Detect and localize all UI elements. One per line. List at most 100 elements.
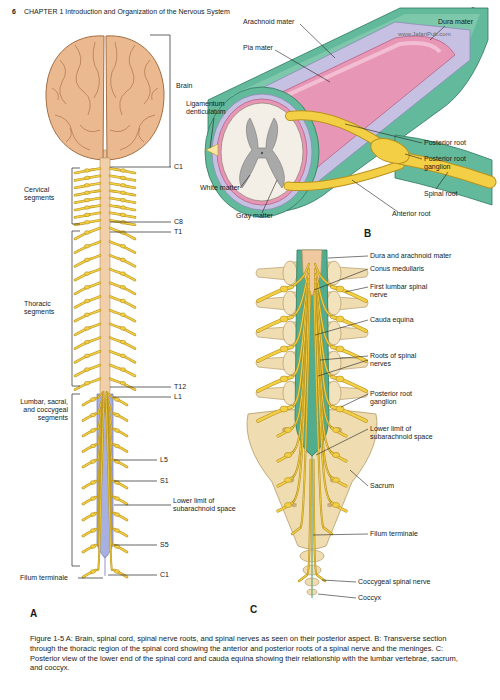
leader-line <box>316 429 368 455</box>
part-label: Roots of spinal nerves <box>370 352 426 368</box>
root-ganglion <box>120 258 125 262</box>
root-ganglion <box>336 376 344 382</box>
part-label: Conus medullaris <box>370 265 470 273</box>
spinal-nerve <box>110 228 135 239</box>
spinal-nerve <box>110 213 135 218</box>
spinal-nerve <box>83 481 96 488</box>
nerve-outline <box>114 513 127 520</box>
root-ganglion <box>120 184 125 188</box>
dural-sac <box>105 556 106 576</box>
spinal-nerve <box>114 429 127 436</box>
nerve-outline <box>114 481 127 488</box>
spinal-nerve <box>83 545 96 552</box>
root-ganglion <box>90 398 95 402</box>
spinal-nerve <box>332 377 366 391</box>
bracket-line <box>110 167 171 168</box>
spinal-nerve <box>332 428 346 436</box>
nerve-outline <box>83 513 96 520</box>
spinal-nerve <box>332 453 346 461</box>
part-label: Gray matter <box>236 212 286 220</box>
part-label: Dura mater <box>438 18 498 26</box>
spinal-nerve <box>332 347 366 361</box>
root-ganglion <box>84 231 89 235</box>
nerve-outline <box>307 460 311 575</box>
spinal-nerve <box>75 191 100 196</box>
root-ganglion <box>120 381 125 385</box>
nerve-outline <box>114 545 127 552</box>
spinal-nerve <box>110 379 135 390</box>
nerve-outline <box>299 575 307 581</box>
nerve-outline <box>324 528 332 534</box>
segment-label: S1 <box>160 477 180 485</box>
leader-line <box>341 394 368 407</box>
spinal-nerve <box>258 377 292 391</box>
root-ganglion <box>84 327 89 331</box>
spinal-nerve <box>75 297 100 308</box>
spinal-nerve <box>258 317 292 331</box>
root-ganglion <box>90 460 95 464</box>
root-ganglion <box>120 198 125 202</box>
leader-line <box>275 50 330 82</box>
brain <box>75 45 90 115</box>
nerve-outline <box>75 310 100 321</box>
nerve-outline <box>75 351 100 362</box>
nerve-outline <box>75 228 100 239</box>
region-label: Lumbar, sacral, and coccygeal segments <box>18 398 68 422</box>
leader-line <box>320 356 368 360</box>
spinal-nerve <box>75 176 100 181</box>
nerve-outline <box>75 242 100 253</box>
spinal-nerve <box>110 169 135 174</box>
bracket-line <box>114 505 171 506</box>
leader-line <box>345 287 368 292</box>
brain <box>120 115 155 150</box>
root-ganglion <box>120 206 125 210</box>
root-ganglion <box>336 406 344 412</box>
leader-line <box>350 470 368 486</box>
segment-label: C1 <box>174 163 194 171</box>
leader-line <box>352 180 398 212</box>
panel-letter: A <box>30 608 50 620</box>
root-ganglion <box>336 316 344 322</box>
part-label: Filum terminale <box>370 530 440 538</box>
articular-process <box>327 291 341 315</box>
spinal-nerve <box>75 310 100 321</box>
root-ganglion <box>84 176 89 180</box>
spinal-nerve <box>278 428 292 436</box>
leader-line <box>328 256 368 258</box>
spinal-nerve <box>75 324 100 335</box>
nerve-outline <box>332 407 366 421</box>
root-ganglion <box>90 529 95 533</box>
spinal-nerve <box>75 169 100 174</box>
root-ganglion <box>120 286 125 290</box>
brain <box>93 42 99 98</box>
nerve-outline <box>314 460 318 575</box>
spinal-nerve <box>110 255 135 266</box>
nerve-outline <box>83 481 96 488</box>
spinal-nerve <box>83 398 96 405</box>
articular-process <box>327 321 341 345</box>
cord-cross-section <box>261 152 263 154</box>
nerve-outline <box>110 255 135 266</box>
spinal-nerve <box>75 269 100 280</box>
articular-process <box>327 261 341 285</box>
root-ganglion <box>120 327 125 331</box>
brain <box>46 36 104 160</box>
spinal-nerve <box>75 365 100 376</box>
leader-line <box>318 360 368 376</box>
brain <box>152 88 158 100</box>
nerve-outline <box>110 338 135 349</box>
root-ganglion <box>84 221 89 225</box>
root-ganglion <box>84 184 89 188</box>
part-label: Posterior root ganglion <box>370 390 426 406</box>
nerve-outline <box>278 503 292 511</box>
spinal-nerve <box>75 255 100 266</box>
nerve-root <box>290 115 384 146</box>
spinal-nerve <box>258 407 292 421</box>
root-ganglion <box>280 346 288 352</box>
root-ganglion <box>120 213 125 217</box>
nerve-outline <box>75 183 100 188</box>
part-label: White matter <box>200 184 248 192</box>
spinal-nerve <box>83 445 96 452</box>
